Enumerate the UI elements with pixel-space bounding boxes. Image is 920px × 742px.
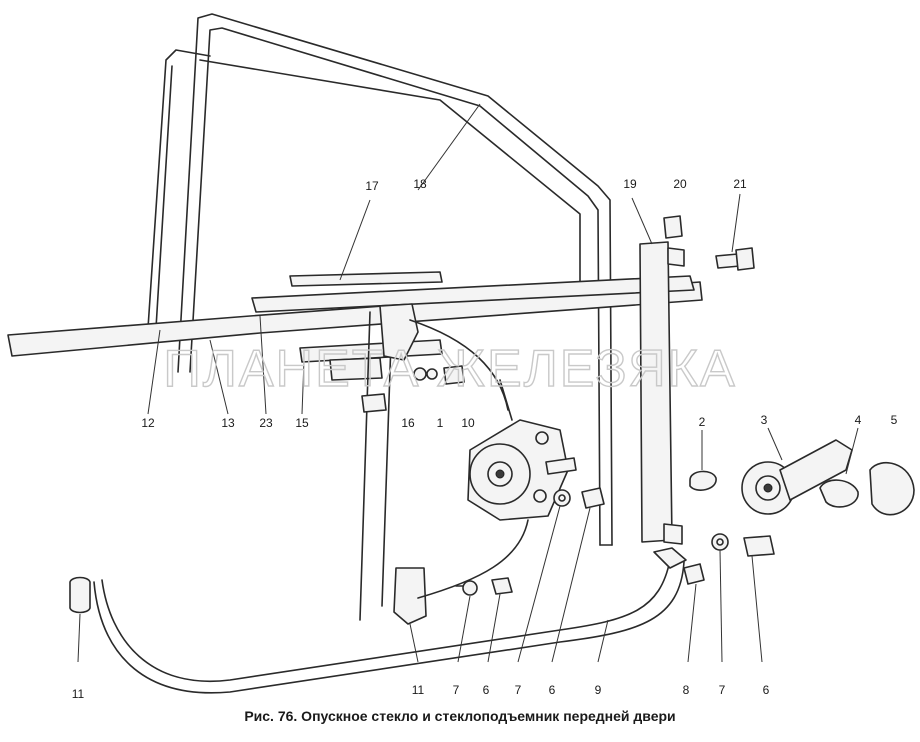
callout-8: 8 [683, 683, 690, 697]
seal-end-cap [69, 576, 91, 614]
callout-9: 9 [595, 683, 602, 697]
door-lower-seal [93, 547, 687, 694]
callout-21: 20 [673, 177, 687, 191]
drive-fasteners [413, 365, 605, 596]
callout-1: 1 [437, 416, 444, 430]
callout-7: 7 [719, 683, 726, 697]
callout-18: 17 [365, 179, 379, 193]
callout-7: 7 [515, 683, 522, 697]
figure-caption: Рис. 76. Опускное стекло и стеклоподъемн… [244, 708, 676, 724]
callout-11: 11 [412, 683, 425, 697]
regulator-drive-unit [467, 419, 577, 521]
window-frame-seal [177, 13, 613, 546]
callout-6: 6 [483, 683, 490, 697]
rear-guide-channel [639, 241, 685, 545]
watermark: ПЛАНЕТА ЖЕЛЕЗЯКА [163, 340, 736, 398]
handle-fasteners [683, 533, 775, 585]
callout-6: 6 [763, 683, 770, 697]
callout-23: 23 [259, 416, 273, 430]
callout-17: 16 [401, 416, 415, 430]
callout-6: 6 [549, 683, 556, 697]
leader-lines [77, 103, 859, 663]
callout-12: 11 [72, 687, 85, 701]
belt-moulding [7, 281, 703, 357]
callout-10: 10 [461, 416, 475, 430]
clip-and-screw [663, 215, 755, 271]
callout-4: 4 [855, 413, 862, 427]
window-crank-handle [689, 439, 915, 516]
callout-19: 18 [413, 177, 427, 191]
callout-15: 13 [221, 416, 235, 430]
callout-22: 21 [733, 177, 747, 191]
callout-labels: 12 13 23 15 16 1 10 17 18 19 20 21 2 3 4… [72, 177, 898, 701]
callout-16: 15 [295, 416, 309, 430]
callout-7: 7 [453, 683, 460, 697]
callout-20: 19 [623, 177, 637, 191]
callout-13: 12 [141, 416, 155, 430]
glass-guide-strip [251, 271, 695, 313]
window-glass [147, 49, 581, 329]
callout-5: 5 [891, 413, 898, 427]
callout-3: 3 [761, 413, 768, 427]
callout-2: 2 [699, 415, 706, 429]
